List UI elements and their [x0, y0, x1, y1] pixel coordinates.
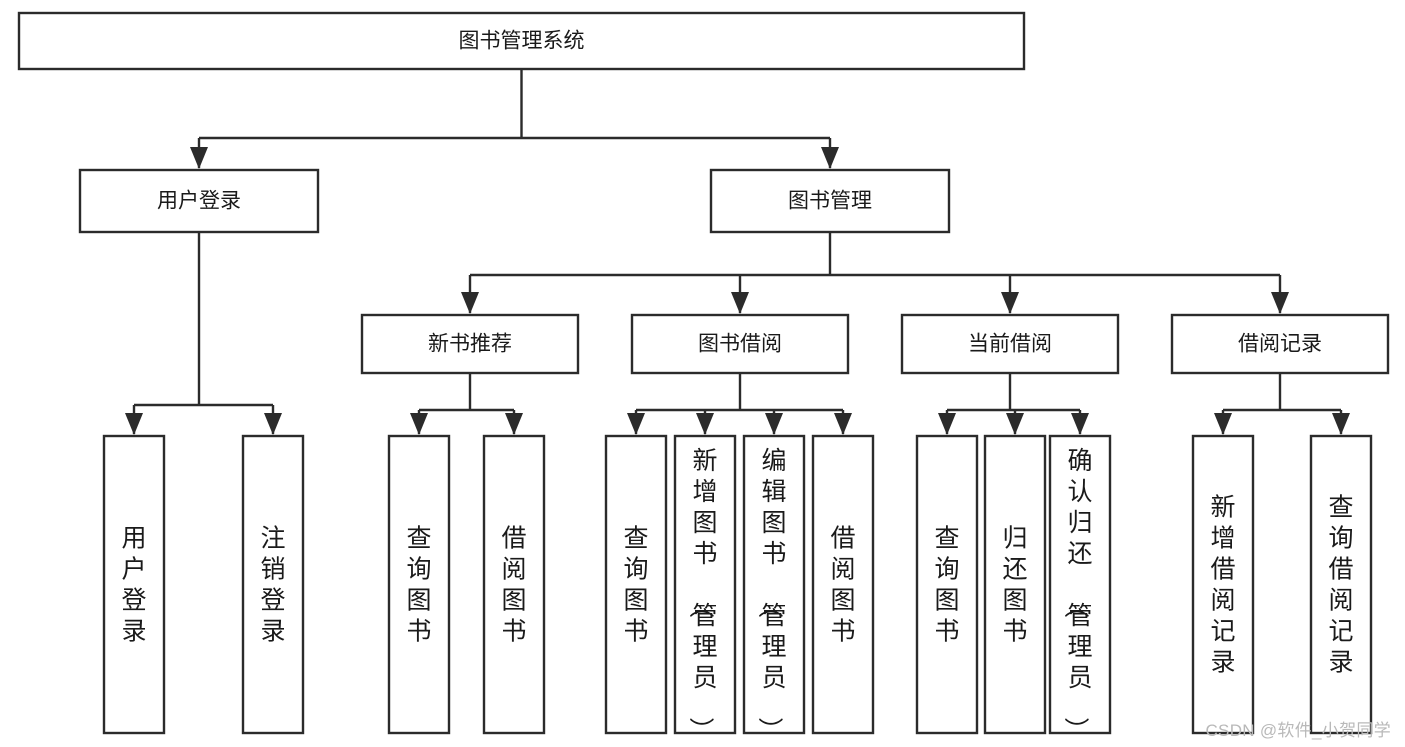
arrow-head-icon [190, 147, 208, 169]
arrow-head-icon [765, 413, 783, 435]
arrow-head-icon [834, 413, 852, 435]
node-box-rect [1309, 434, 1373, 735]
node-book-borrow[interactable]: 图书借阅 [630, 313, 850, 375]
arrow-head-icon [461, 292, 479, 314]
node-box-rect [630, 313, 850, 375]
node-user-login[interactable]: 用户登录 [78, 168, 320, 234]
node-label-vertical: 编辑图书（管理员） [755, 447, 786, 742]
node-current-borrow[interactable]: 当前借阅 [900, 313, 1120, 375]
node-box-rect [17, 11, 1026, 71]
node-label: 用户登录 [157, 190, 241, 213]
node-label: 借阅记录 [1238, 333, 1322, 356]
node-leaf-return-book[interactable]: 归还图书 [983, 434, 1047, 735]
node-box-rect [811, 434, 875, 735]
node-box-rect [1191, 434, 1255, 735]
node-box-rect [360, 313, 580, 375]
node-leaf-logout-login[interactable]: 注销登录 [241, 434, 305, 735]
node-label-vertical: 注销登录 [260, 525, 285, 646]
node-boxes-layer: 图书管理系统用户登录图书管理新书推荐图书借阅当前借阅借阅记录用户登录注销登录查询… [17, 11, 1390, 742]
node-box-rect [482, 434, 546, 735]
node-label: 新书推荐 [428, 333, 512, 356]
arrow-head-icon [1071, 413, 1089, 435]
arrow-head-icon [410, 413, 428, 435]
arrow-head-icon [1332, 413, 1350, 435]
node-box-rect [102, 434, 166, 735]
arrow-head-icon [1271, 292, 1289, 314]
node-box-rect [78, 168, 320, 234]
arrow-head-icon [505, 413, 523, 435]
node-leaf-borrow-book-1[interactable]: 借阅图书 [482, 434, 546, 735]
node-leaf-add-record[interactable]: 新增借阅记录 [1191, 434, 1255, 735]
node-box-rect [387, 434, 451, 735]
node-leaf-query-book-2[interactable]: 查询图书 [604, 434, 668, 735]
node-new-book-recommend[interactable]: 新书推荐 [360, 313, 580, 375]
arrow-head-icon [821, 147, 839, 169]
node-label-vertical: 新增借阅记录 [1210, 494, 1235, 677]
arrow-head-icon [938, 413, 956, 435]
node-label: 当前借阅 [968, 333, 1052, 356]
node-book-manage[interactable]: 图书管理 [709, 168, 951, 234]
arrow-head-icon [125, 413, 143, 435]
node-label-vertical: 查询借阅记录 [1328, 494, 1353, 677]
node-label: 图书管理 [788, 190, 872, 213]
node-box-rect [1048, 434, 1112, 735]
node-leaf-query-book-1[interactable]: 查询图书 [387, 434, 451, 735]
node-box-rect [241, 434, 305, 735]
node-box-rect [900, 313, 1120, 375]
node-box-rect [1170, 313, 1390, 375]
node-box-rect [742, 434, 806, 735]
node-leaf-edit-book[interactable]: 编辑图书（管理员） [742, 434, 806, 742]
node-borrow-record[interactable]: 借阅记录 [1170, 313, 1390, 375]
node-root[interactable]: 图书管理系统 [17, 11, 1026, 71]
arrow-head-icon [1001, 292, 1019, 314]
arrow-head-icon [264, 413, 282, 435]
connector-lines-layer [125, 69, 1350, 435]
node-label-vertical: 确认归还（管理员） [1061, 447, 1092, 742]
node-label-vertical: 归还图书 [1002, 525, 1027, 646]
watermark-text: CSDN @软件_小贺同学 [1205, 721, 1391, 740]
node-label-vertical: 借阅图书 [501, 525, 526, 646]
node-box-rect [604, 434, 668, 735]
node-label: 图书管理系统 [459, 30, 585, 53]
node-leaf-confirm-return[interactable]: 确认归还（管理员） [1048, 434, 1112, 742]
node-label-vertical: 借阅图书 [830, 525, 855, 646]
arrow-head-icon [1214, 413, 1232, 435]
node-label-vertical: 用户登录 [121, 525, 146, 646]
node-box-rect [915, 434, 979, 735]
node-box-rect [983, 434, 1047, 735]
node-label-vertical: 查询图书 [934, 525, 959, 646]
node-label-vertical: 查询图书 [406, 525, 431, 646]
node-leaf-user-login[interactable]: 用户登录 [102, 434, 166, 735]
arrow-head-icon [696, 413, 714, 435]
node-leaf-borrow-book-2[interactable]: 借阅图书 [811, 434, 875, 735]
node-leaf-query-record[interactable]: 查询借阅记录 [1309, 434, 1373, 735]
node-label-vertical: 查询图书 [623, 525, 648, 646]
arrow-head-icon [627, 413, 645, 435]
arrow-head-icon [1006, 413, 1024, 435]
node-leaf-add-book[interactable]: 新增图书（管理员） [673, 434, 737, 742]
node-box-rect [673, 434, 737, 735]
node-label-vertical: 新增图书（管理员） [686, 447, 717, 742]
node-box-rect [709, 168, 951, 234]
node-leaf-query-book-3[interactable]: 查询图书 [915, 434, 979, 735]
node-label: 图书借阅 [698, 333, 782, 356]
arrow-head-icon [731, 292, 749, 314]
